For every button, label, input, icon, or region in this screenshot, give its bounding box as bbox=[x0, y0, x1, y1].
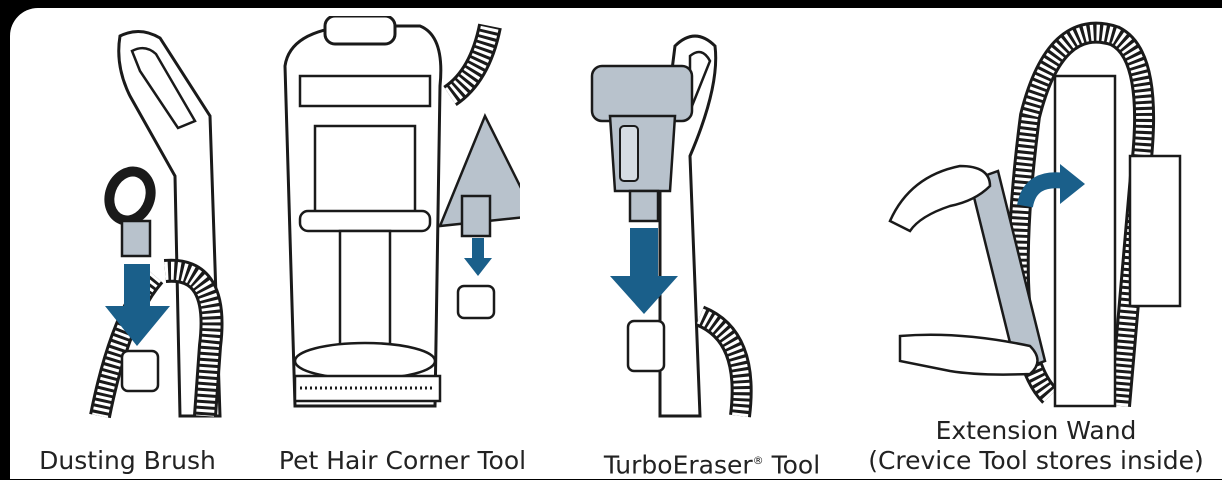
extension-wand-illustration bbox=[888, 21, 1182, 408]
turbo-eraser-illustration bbox=[590, 34, 753, 418]
caption-extension-wand-line2: (Crevice Tool stores inside) bbox=[868, 446, 1204, 475]
turbo-eraser-name: TurboEraser bbox=[603, 450, 753, 480]
turbo-eraser-suffix: Tool bbox=[763, 450, 821, 480]
down-arrow-icon bbox=[105, 264, 170, 346]
panel-turbo-eraser bbox=[580, 16, 780, 426]
down-arrow-icon bbox=[464, 238, 492, 276]
panel-pet-hair-tool bbox=[270, 16, 520, 426]
caption-dusting-brush: Dusting Brush bbox=[39, 446, 216, 475]
panel-extension-wand bbox=[880, 16, 1200, 426]
instruction-sheet: Dusting Brush Pet Hair Corner Tool Turbo… bbox=[10, 8, 1222, 479]
caption-pet-hair-tool: Pet Hair Corner Tool bbox=[278, 446, 527, 475]
registered-mark: ® bbox=[752, 454, 764, 467]
caption-extension-wand-line1: Extension Wand bbox=[935, 416, 1137, 445]
down-arrow-icon bbox=[610, 228, 678, 314]
panel-dusting-brush bbox=[60, 16, 260, 426]
pet-hair-tool-illustration bbox=[283, 16, 520, 408]
curved-arrow-icon bbox=[1017, 164, 1085, 208]
caption-turbo-eraser: TurboEraser® Tool bbox=[582, 446, 842, 480]
dusting-brush-illustration bbox=[89, 30, 224, 419]
